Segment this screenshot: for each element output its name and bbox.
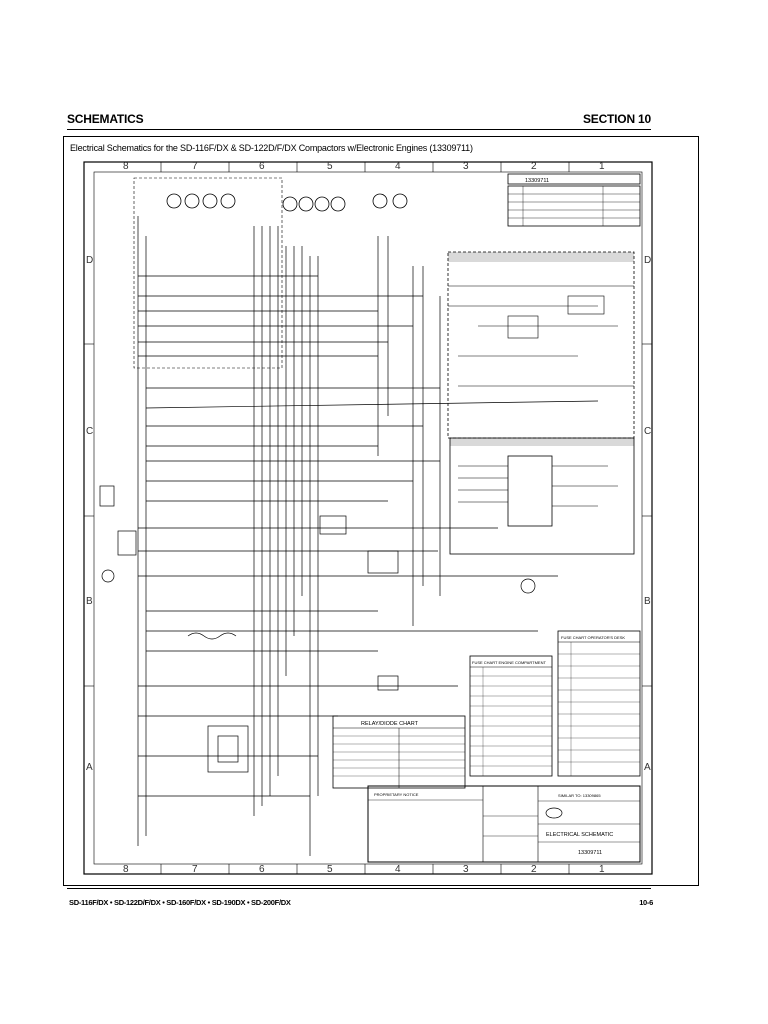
- zone-label: 4: [395, 864, 401, 875]
- figure-frame: [63, 136, 699, 886]
- title-block-title: ELECTRICAL SCHEMATIC: [546, 832, 613, 838]
- similar-to: SIMILAR TO: 13309865: [558, 793, 601, 798]
- engine-ecm-block: [447, 251, 635, 439]
- module-block: [449, 437, 635, 555]
- instrument-panel-box: [133, 177, 283, 369]
- zone-label: 2: [531, 864, 537, 875]
- fuse-chart-engine: FUSE CHART ENGINE COMPARTMENT: [469, 655, 553, 777]
- model-list: SD-116F/DX • SD-122D/F/DX • SD-160F/DX •…: [69, 898, 291, 907]
- zone-label: 7: [192, 161, 198, 172]
- row-labels: D C B A D C B A: [86, 255, 651, 773]
- drawing-number-top: 13309711: [525, 178, 549, 184]
- controller-module: [507, 455, 553, 527]
- row-label: A: [644, 762, 651, 773]
- module-wiring: [458, 465, 618, 507]
- zone-label: 6: [259, 161, 265, 172]
- zone-label: 3: [463, 864, 469, 875]
- zone-label: 5: [327, 161, 333, 172]
- section-label: SCHEMATICS: [67, 112, 144, 126]
- relay-chart-title: RELAY/DIODE CHART: [361, 721, 419, 727]
- zone-label: 2: [531, 161, 537, 172]
- ecm-header-bar: [448, 252, 634, 262]
- zone-label: 5: [327, 864, 333, 875]
- zone-label: 7: [192, 864, 198, 875]
- row-label: D: [644, 255, 651, 266]
- zone-ticks: [84, 162, 652, 874]
- zone-label: 1: [599, 161, 605, 172]
- gauge-symbols: [166, 193, 408, 212]
- zone-label: 4: [395, 161, 401, 172]
- section-number: SECTION 10: [582, 112, 651, 126]
- row-label: B: [644, 596, 651, 607]
- row-label: D: [86, 255, 93, 266]
- row-label: C: [644, 426, 651, 437]
- zone-label: 1: [599, 864, 605, 875]
- fuse-chart-operator-title: FUSE CHART OPERATOR'S DESK: [561, 635, 625, 640]
- component-symbols: [99, 485, 536, 773]
- zone-labels-top: 8 7 6 5 4 3 2 1: [123, 161, 605, 172]
- schematic-inner-border: [93, 171, 643, 865]
- revision-block: 13309711: [507, 173, 641, 227]
- ecm-internal-wiring: [448, 285, 634, 387]
- row-label: C: [86, 426, 93, 437]
- zone-labels-bottom: 8 7 6 5 4 3 2 1: [123, 864, 605, 875]
- company-logo: [545, 807, 563, 819]
- figure-caption: Electrical Schematics for the SD-116F/DX…: [70, 143, 473, 153]
- wiring-horizontal: [138, 275, 599, 797]
- page-number: 10-6: [639, 898, 653, 907]
- relay-diode-chart: RELAY/DIODE CHART: [332, 715, 466, 789]
- proprietary-notice: PROPRIETARY NOTICE: [374, 792, 419, 797]
- header-rule: [67, 129, 651, 130]
- fuse-chart-operator: FUSE CHART OPERATOR'S DESK: [557, 630, 641, 777]
- footer-rule: [67, 888, 651, 889]
- row-label: A: [86, 762, 93, 773]
- electrical-schematic: 8 7 6 5 4 3 2 1 8 7 6 5 4 3 2 1 D C B A …: [83, 161, 653, 875]
- zone-label: 8: [123, 864, 129, 875]
- zone-label: 8: [123, 161, 129, 172]
- row-label: B: [86, 596, 93, 607]
- title-block: PROPRIETARY NOTICE SIMILAR TO: 13309865 …: [367, 785, 641, 863]
- zone-label: 3: [463, 161, 469, 172]
- title-block-number: 13309711: [578, 850, 602, 856]
- fuse-chart-engine-title: FUSE CHART ENGINE COMPARTMENT: [472, 660, 546, 665]
- schematic-border: [83, 161, 653, 875]
- zone-label: 6: [259, 864, 265, 875]
